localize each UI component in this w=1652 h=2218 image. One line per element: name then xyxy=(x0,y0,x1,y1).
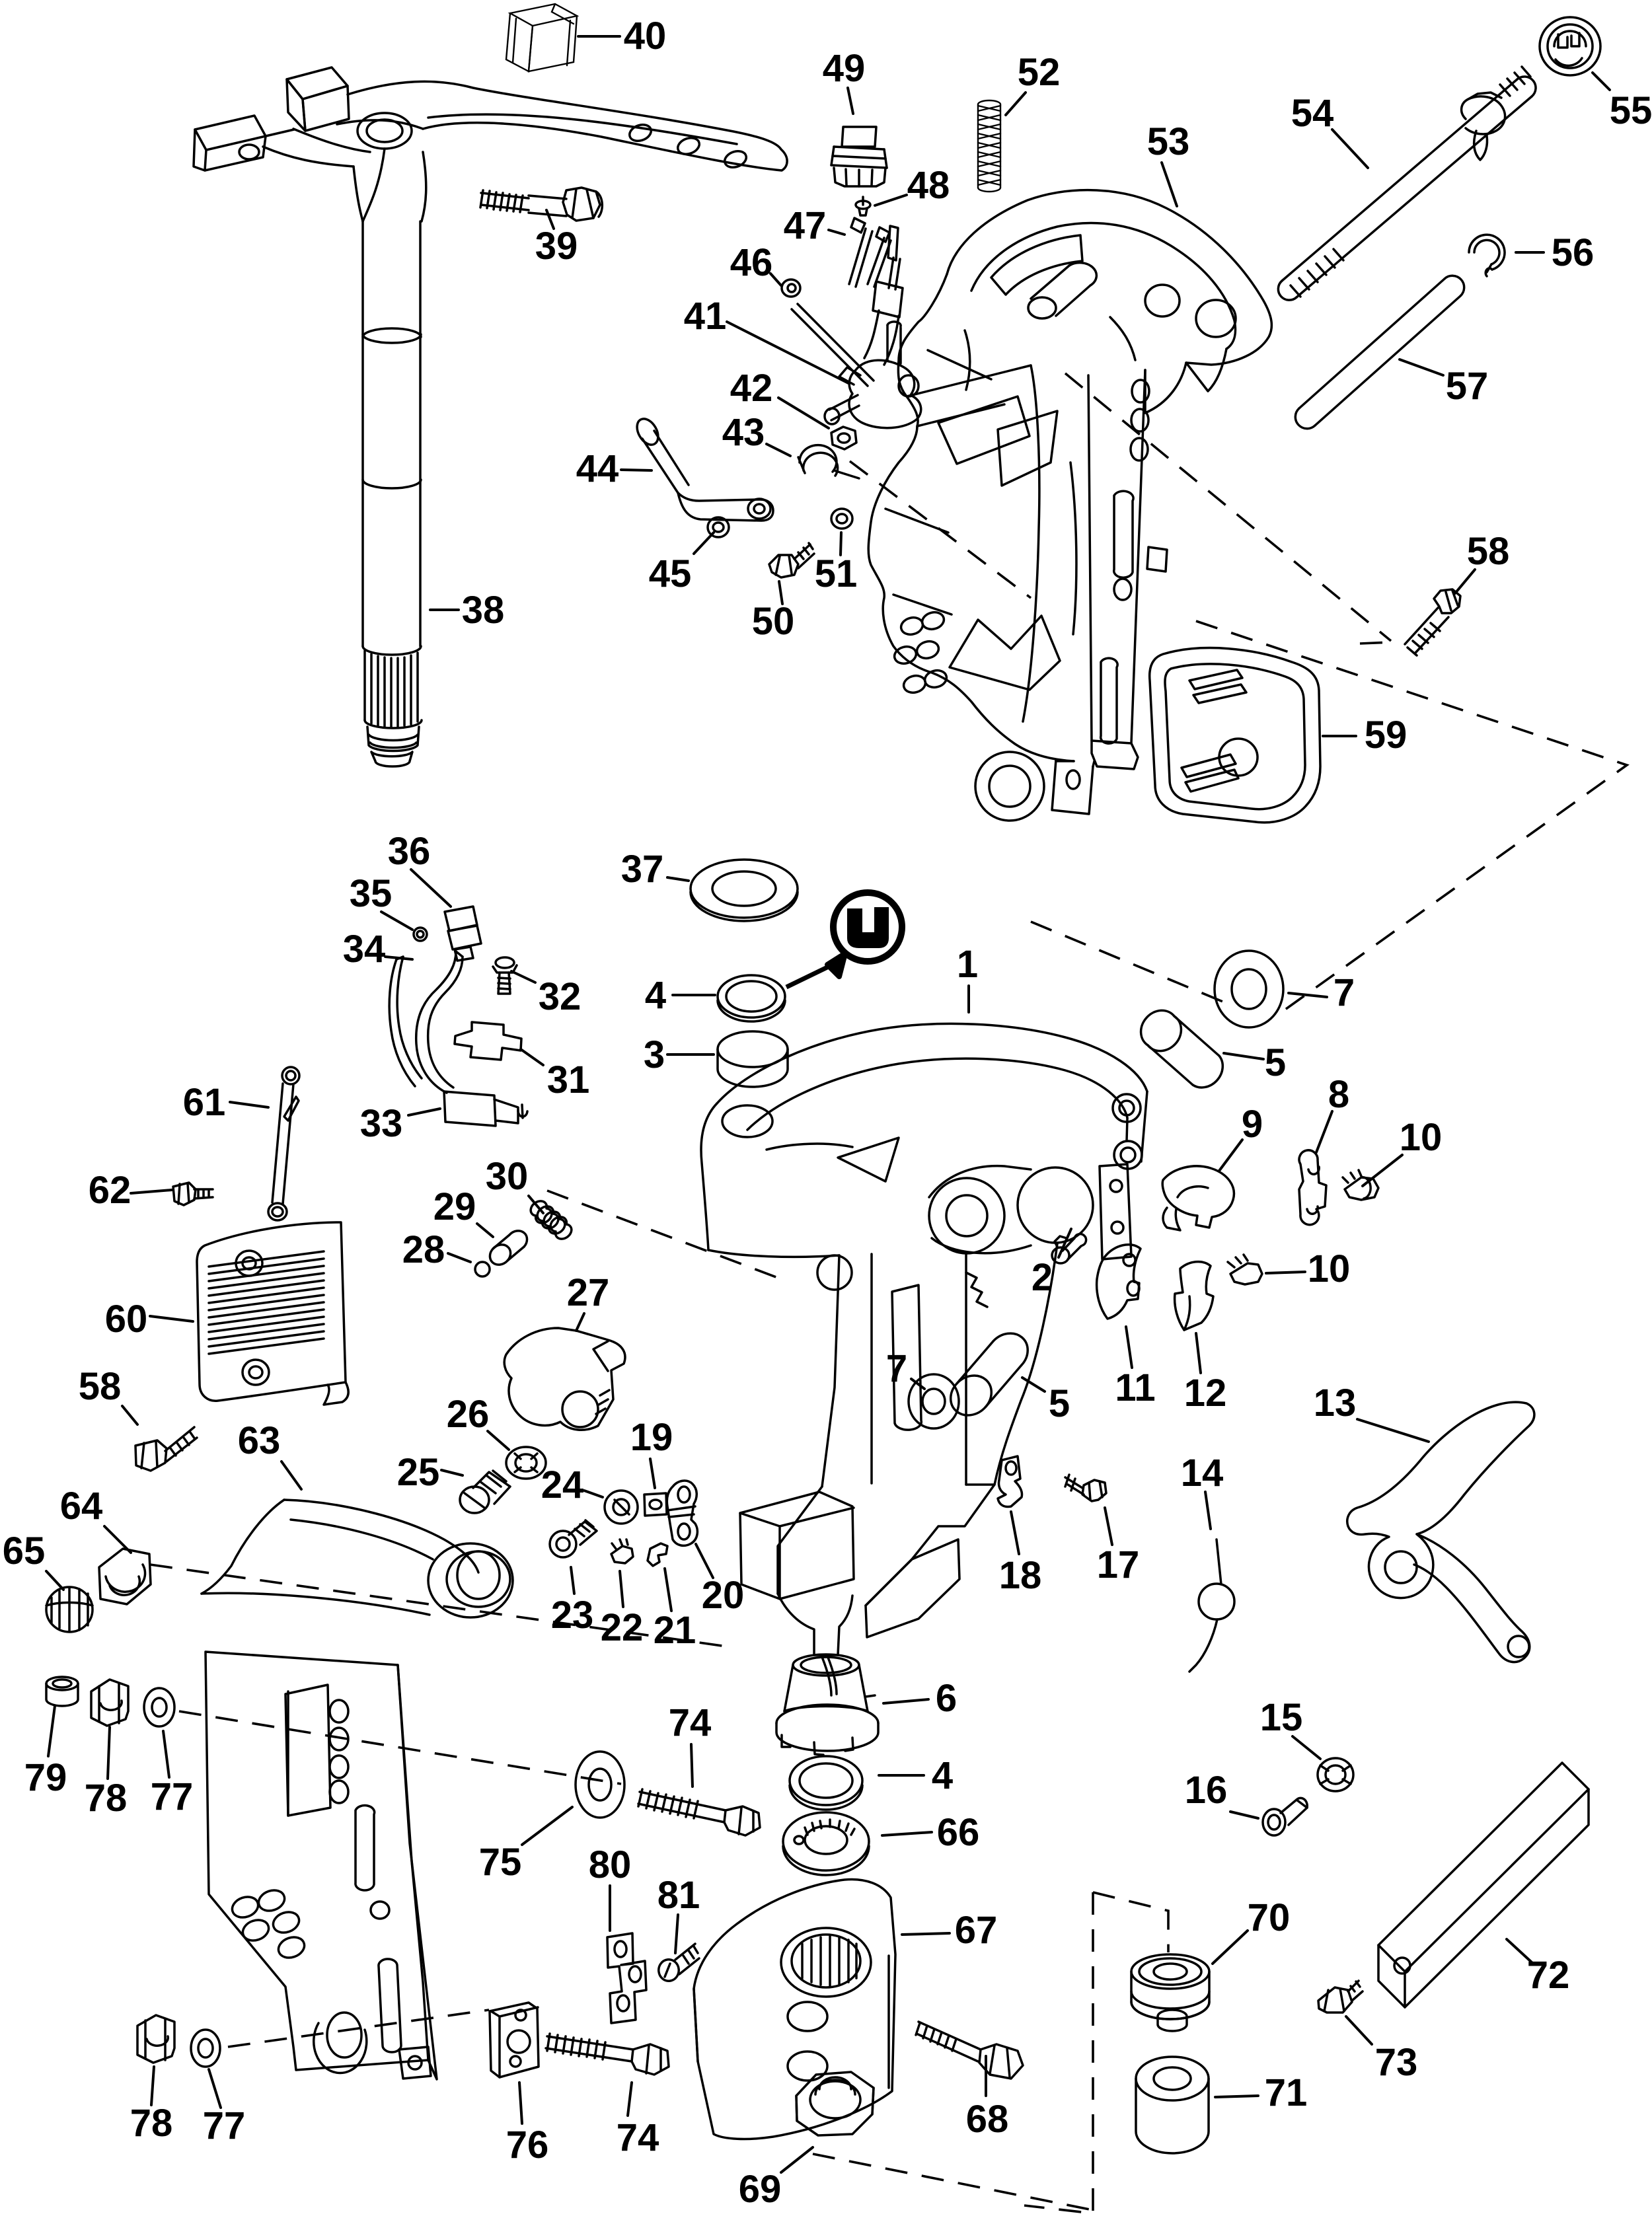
svg-text:13: 13 xyxy=(1314,1382,1357,1424)
svg-text:26: 26 xyxy=(447,1393,490,1436)
svg-text:24: 24 xyxy=(541,1463,584,1506)
svg-text:59: 59 xyxy=(1365,714,1408,757)
svg-text:78: 78 xyxy=(85,1777,128,1820)
svg-text:32: 32 xyxy=(539,975,582,1018)
svg-text:58: 58 xyxy=(79,1365,122,1408)
svg-text:21: 21 xyxy=(654,1609,696,1652)
svg-text:16: 16 xyxy=(1185,1769,1228,1812)
svg-text:70: 70 xyxy=(1248,1896,1291,1939)
svg-text:20: 20 xyxy=(702,1574,745,1617)
svg-text:76: 76 xyxy=(506,2124,549,2166)
svg-text:65: 65 xyxy=(3,1530,46,1572)
svg-text:4: 4 xyxy=(932,1754,953,1797)
svg-text:7: 7 xyxy=(886,1347,907,1390)
svg-text:37: 37 xyxy=(621,848,664,891)
svg-text:60: 60 xyxy=(105,1298,148,1341)
svg-text:33: 33 xyxy=(360,1102,403,1145)
svg-text:17: 17 xyxy=(1097,1543,1140,1586)
svg-text:12: 12 xyxy=(1184,1372,1227,1415)
svg-text:52: 52 xyxy=(1018,51,1061,94)
svg-text:18: 18 xyxy=(999,1554,1042,1597)
svg-text:10: 10 xyxy=(1308,1247,1351,1290)
svg-text:54: 54 xyxy=(1291,92,1334,135)
svg-text:57: 57 xyxy=(1446,365,1489,408)
svg-text:6: 6 xyxy=(936,1677,957,1720)
svg-text:5: 5 xyxy=(1265,1041,1286,1084)
svg-text:27: 27 xyxy=(567,1271,610,1314)
svg-text:78: 78 xyxy=(130,2102,173,2145)
svg-text:56: 56 xyxy=(1552,231,1595,274)
svg-text:66: 66 xyxy=(937,1811,980,1854)
svg-text:58: 58 xyxy=(1467,530,1510,573)
svg-text:49: 49 xyxy=(823,47,866,90)
svg-text:40: 40 xyxy=(624,15,667,57)
svg-text:19: 19 xyxy=(630,1416,673,1459)
svg-text:30: 30 xyxy=(486,1155,529,1198)
svg-text:14: 14 xyxy=(1181,1452,1224,1495)
svg-text:34: 34 xyxy=(343,928,386,971)
svg-text:9: 9 xyxy=(1242,1103,1263,1146)
svg-text:5: 5 xyxy=(1049,1382,1070,1425)
svg-text:46: 46 xyxy=(730,241,773,284)
svg-text:35: 35 xyxy=(350,872,393,915)
svg-text:62: 62 xyxy=(89,1169,131,1212)
svg-text:31: 31 xyxy=(547,1058,590,1101)
svg-text:68: 68 xyxy=(966,2098,1009,2141)
svg-text:28: 28 xyxy=(402,1228,445,1271)
svg-text:29: 29 xyxy=(433,1185,476,1228)
svg-text:63: 63 xyxy=(238,1419,281,1462)
svg-text:4: 4 xyxy=(645,974,666,1017)
svg-text:75: 75 xyxy=(479,1841,522,1884)
svg-text:41: 41 xyxy=(684,295,727,338)
svg-text:77: 77 xyxy=(151,1775,194,1818)
svg-text:80: 80 xyxy=(589,1843,632,1886)
svg-text:11: 11 xyxy=(1115,1366,1155,1409)
svg-text:39: 39 xyxy=(535,225,578,268)
svg-text:48: 48 xyxy=(907,164,950,207)
svg-text:50: 50 xyxy=(752,600,795,643)
svg-text:25: 25 xyxy=(397,1451,440,1494)
svg-text:69: 69 xyxy=(739,2168,782,2211)
svg-text:77: 77 xyxy=(203,2104,246,2147)
svg-text:7: 7 xyxy=(1333,971,1355,1014)
svg-text:42: 42 xyxy=(730,367,773,410)
svg-text:74: 74 xyxy=(617,2116,659,2159)
svg-text:74: 74 xyxy=(669,1701,712,1744)
svg-text:79: 79 xyxy=(24,1756,67,1799)
svg-text:72: 72 xyxy=(1527,1954,1570,1997)
svg-text:44: 44 xyxy=(576,447,619,490)
svg-text:64: 64 xyxy=(60,1485,103,1528)
svg-text:3: 3 xyxy=(644,1033,665,1076)
svg-text:67: 67 xyxy=(955,1909,998,1952)
svg-text:43: 43 xyxy=(722,411,765,454)
svg-text:45: 45 xyxy=(649,552,692,595)
svg-text:10: 10 xyxy=(1400,1116,1443,1159)
svg-text:36: 36 xyxy=(388,830,431,873)
svg-text:61: 61 xyxy=(183,1081,226,1124)
svg-text:81: 81 xyxy=(657,1874,700,1917)
svg-text:23: 23 xyxy=(551,1594,594,1637)
svg-text:47: 47 xyxy=(784,204,827,247)
svg-text:15: 15 xyxy=(1260,1696,1303,1739)
svg-text:22: 22 xyxy=(601,1606,644,1649)
svg-text:8: 8 xyxy=(1328,1073,1349,1116)
svg-text:53: 53 xyxy=(1147,120,1190,163)
svg-text:38: 38 xyxy=(462,589,505,632)
svg-text:71: 71 xyxy=(1265,2071,1308,2114)
svg-text:1: 1 xyxy=(957,943,978,986)
svg-text:73: 73 xyxy=(1375,2041,1418,2084)
svg-text:55: 55 xyxy=(1610,89,1652,132)
svg-text:51: 51 xyxy=(815,552,858,595)
